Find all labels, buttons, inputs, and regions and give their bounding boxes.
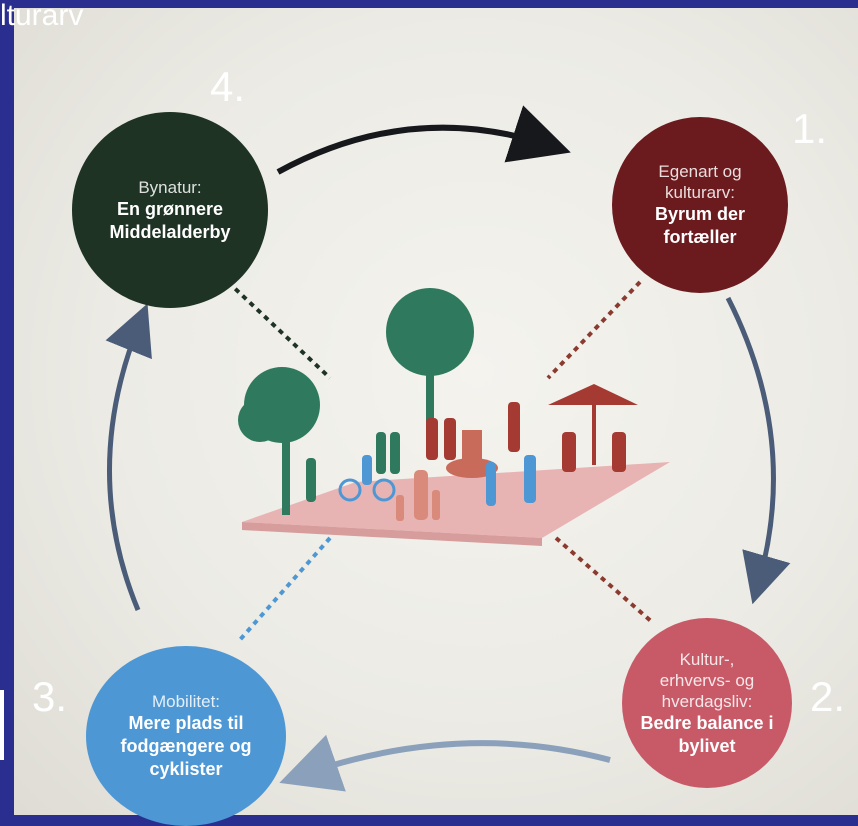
step-1-number: 1. [792, 105, 828, 152]
step-2-subtitle: Kultur-, erhvervs- og hverdagsliv: [659, 649, 755, 711]
step-4-number: 4. [210, 63, 246, 110]
arrow-1-to-2 [725, 296, 791, 605]
arrow-2-to-3 [279, 734, 611, 792]
step-2-title: Bedre balance i bylivet [640, 712, 774, 756]
header-title-fragment: lturarv [0, 0, 84, 32]
connector-3 [236, 536, 332, 644]
top-bar [0, 0, 858, 8]
step-2-circle: Kultur-, erhvervs- og hverdagsliv: Bedre… [622, 618, 792, 788]
connector-2 [554, 536, 654, 624]
step-1-circle: Egenart og kulturarv: Byrum der fortælle… [612, 117, 788, 293]
step-3-number: 3. [32, 673, 68, 720]
left-edge-mark [0, 690, 4, 760]
step-3-subtitle: Mobilitet: [151, 692, 221, 711]
step-4-title: En grønnere Middelalderby [109, 198, 231, 242]
connector-1 [546, 280, 642, 380]
connector-4 [226, 280, 332, 380]
step-4-circle: Bynatur: En grønnere Middelalderby [72, 112, 268, 308]
step-4-subtitle: Bynatur: [138, 177, 202, 197]
step-3-title: Mere plads til fodgængere og cyklister [120, 713, 252, 779]
step-2-number: 2. [810, 673, 846, 720]
city-square-illustration [238, 288, 670, 546]
step-1-title: Byrum der fortæller [654, 204, 746, 247]
arrow-3-to-4 [105, 303, 152, 611]
arrow-4-to-1 [276, 105, 571, 175]
step-1-subtitle: Egenart og kulturarv: [658, 162, 742, 202]
step-3-circle: Mobilitet: Mere plads til fodgængere og … [86, 646, 286, 826]
